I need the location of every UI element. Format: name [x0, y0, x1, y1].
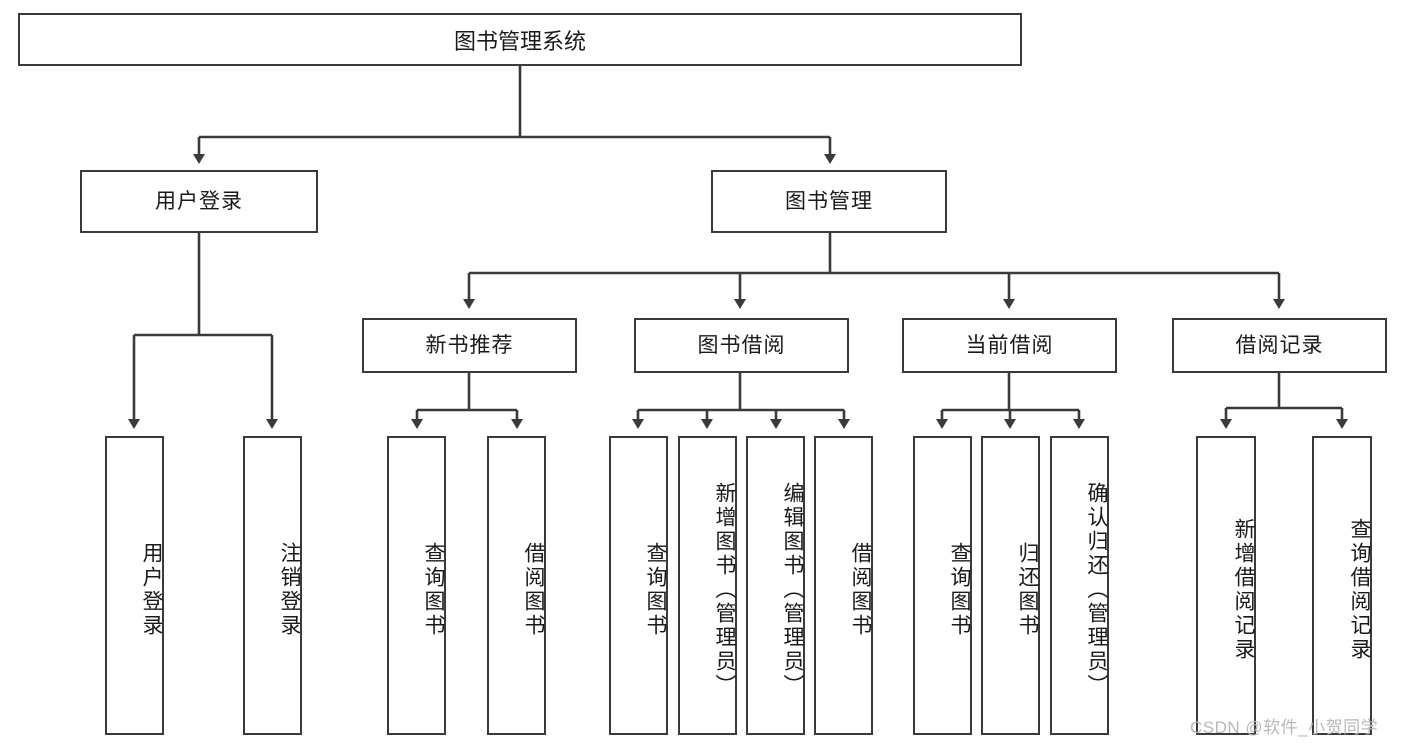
leaf-query-record[interactable]: 查询借阅记录	[1312, 436, 1372, 735]
leaf-return-book-label: 归还图书	[1016, 541, 1039, 638]
leaf-confirm-return[interactable]: 确认归还（管理员）	[1050, 436, 1109, 735]
node-book-borrow-label: 图书借阅	[697, 333, 786, 357]
leaf-user-logout-label: 注销登录	[278, 541, 301, 638]
leaf-query-record-label: 查询借阅记录	[1348, 517, 1371, 662]
leaf-edit-book[interactable]: 编辑图书（管理员）	[746, 436, 805, 735]
leaf-confirm-return-label: 确认归还（管理员）	[1085, 481, 1108, 698]
leaf-borrow-book-1[interactable]: 借阅图书	[487, 436, 546, 735]
leaf-add-book[interactable]: 新增图书（管理员）	[678, 436, 737, 735]
leaf-add-book-label: 新增图书（管理员）	[713, 481, 736, 698]
leaf-query-book-2-label: 查询图书	[644, 541, 667, 638]
node-book-manage[interactable]: 图书管理	[711, 170, 947, 233]
node-book-manage-label: 图书管理	[785, 189, 873, 213]
node-root-label: 图书管理系统	[453, 28, 586, 54]
csdn-watermark-text: CSDN @软件_小贺同学	[1190, 718, 1379, 737]
leaf-return-book[interactable]: 归还图书	[981, 436, 1040, 735]
node-new-book-recommend[interactable]: 新书推荐	[362, 318, 577, 373]
leaf-borrow-book-2[interactable]: 借阅图书	[814, 436, 873, 735]
node-root[interactable]: 图书管理系统	[18, 13, 1022, 66]
node-book-borrow[interactable]: 图书借阅	[634, 318, 849, 373]
leaf-user-login-label: 用户登录	[140, 541, 163, 638]
node-new-book-recommend-label: 新书推荐	[425, 333, 514, 357]
leaf-user-login[interactable]: 用户登录	[105, 436, 164, 735]
csdn-watermark: CSDN @软件_小贺同学	[1190, 713, 1378, 738]
leaf-user-logout[interactable]: 注销登录	[243, 436, 302, 735]
leaf-query-book-1-label: 查询图书	[422, 541, 445, 638]
node-borrow-record[interactable]: 借阅记录	[1172, 318, 1387, 373]
leaf-add-record[interactable]: 新增借阅记录	[1196, 436, 1256, 735]
node-current-borrow[interactable]: 当前借阅	[902, 318, 1117, 373]
leaf-query-book-2[interactable]: 查询图书	[609, 436, 668, 735]
leaf-borrow-book-1-label: 借阅图书	[522, 541, 545, 638]
leaf-query-book-3[interactable]: 查询图书	[913, 436, 972, 735]
leaf-borrow-book-2-label: 借阅图书	[849, 541, 872, 638]
node-user-login-label: 用户登录	[155, 189, 243, 213]
node-user-login[interactable]: 用户登录	[80, 170, 318, 233]
leaf-query-book-3-label: 查询图书	[948, 541, 971, 638]
leaf-add-record-label: 新增借阅记录	[1232, 517, 1255, 662]
leaf-edit-book-label: 编辑图书（管理员）	[781, 481, 804, 698]
leaf-query-book-1[interactable]: 查询图书	[387, 436, 446, 735]
node-current-borrow-label: 当前借阅	[965, 333, 1054, 357]
node-borrow-record-label: 借阅记录	[1235, 333, 1324, 357]
